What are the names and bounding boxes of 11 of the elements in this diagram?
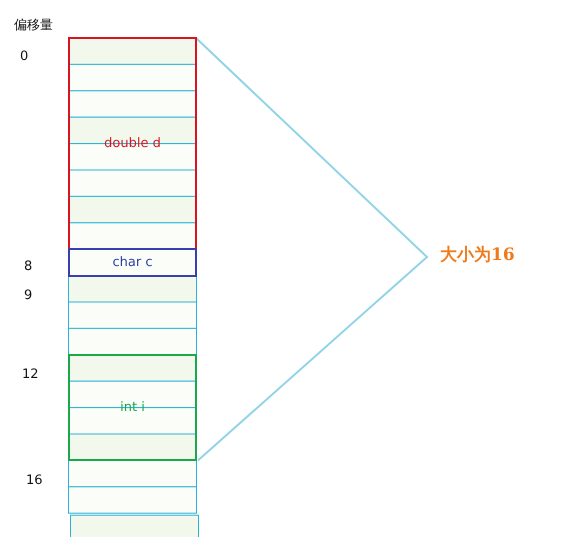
- column-heading: 偏移量: [14, 17, 53, 34]
- offset-number: 16: [26, 473, 43, 488]
- struct-member-box: [68, 354, 197, 462]
- struct-member-box: [68, 37, 197, 250]
- offset-number: 0: [20, 49, 28, 64]
- member-label: char c: [112, 254, 152, 270]
- size-annotation: 大小为16: [440, 244, 515, 266]
- offset-number: 9: [24, 288, 32, 303]
- offset-number: 8: [24, 259, 32, 274]
- offset-number: 12: [22, 367, 39, 382]
- struct-member-box: [68, 248, 197, 277]
